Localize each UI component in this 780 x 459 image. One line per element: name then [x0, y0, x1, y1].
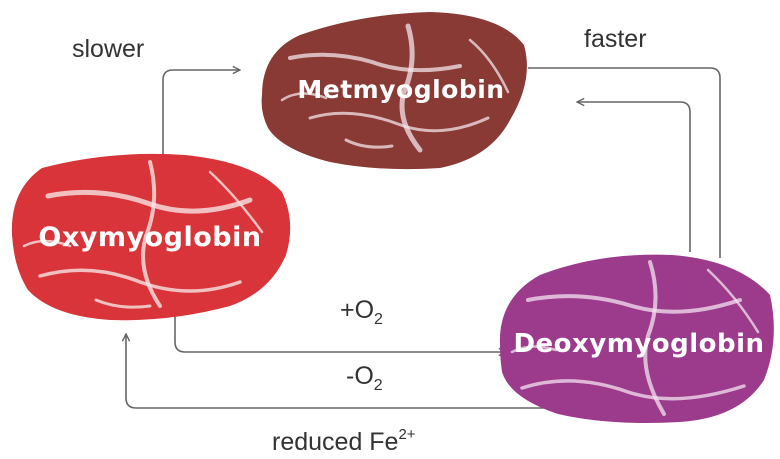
- slower-label: slower: [72, 35, 144, 63]
- deoxymyoglobin-marbling: [510, 260, 760, 416]
- oxymyoglobin-label: Oxymyoglobin: [38, 222, 261, 253]
- metmyoglobin-meat-shape: [261, 12, 527, 170]
- metmyoglobin-meat: Metmyoglobin: [261, 12, 527, 170]
- deoxy-to-oxy-arrow: [126, 334, 560, 409]
- deoxy-to-met-outer-path: [528, 67, 721, 258]
- deoxymyoglobin-label: Deoxymyoglobin: [513, 329, 764, 359]
- reduced-fe-label: reduced Fe2+: [272, 426, 416, 456]
- minus-o2-label: -O2: [346, 362, 383, 394]
- oxymyoglobin-marbling: [22, 160, 264, 309]
- deoxy-to-met-arrow: [577, 102, 691, 252]
- deoxymyoglobin-meat: Deoxymyoglobin: [499, 254, 774, 423]
- plus-o2-label: +O2: [340, 296, 383, 328]
- oxymyoglobin-meat-shape: [11, 153, 291, 321]
- metmyoglobin-marbling: [280, 23, 510, 153]
- faster-label: faster: [584, 25, 647, 53]
- oxymyoglobin-meat: Oxymyoglobin: [11, 153, 291, 321]
- metmyoglobin-label: Metmyoglobin: [297, 75, 504, 104]
- oxy-to-met-arrow: [162, 70, 240, 158]
- oxy-to-deoxy-arrow: [174, 300, 506, 352]
